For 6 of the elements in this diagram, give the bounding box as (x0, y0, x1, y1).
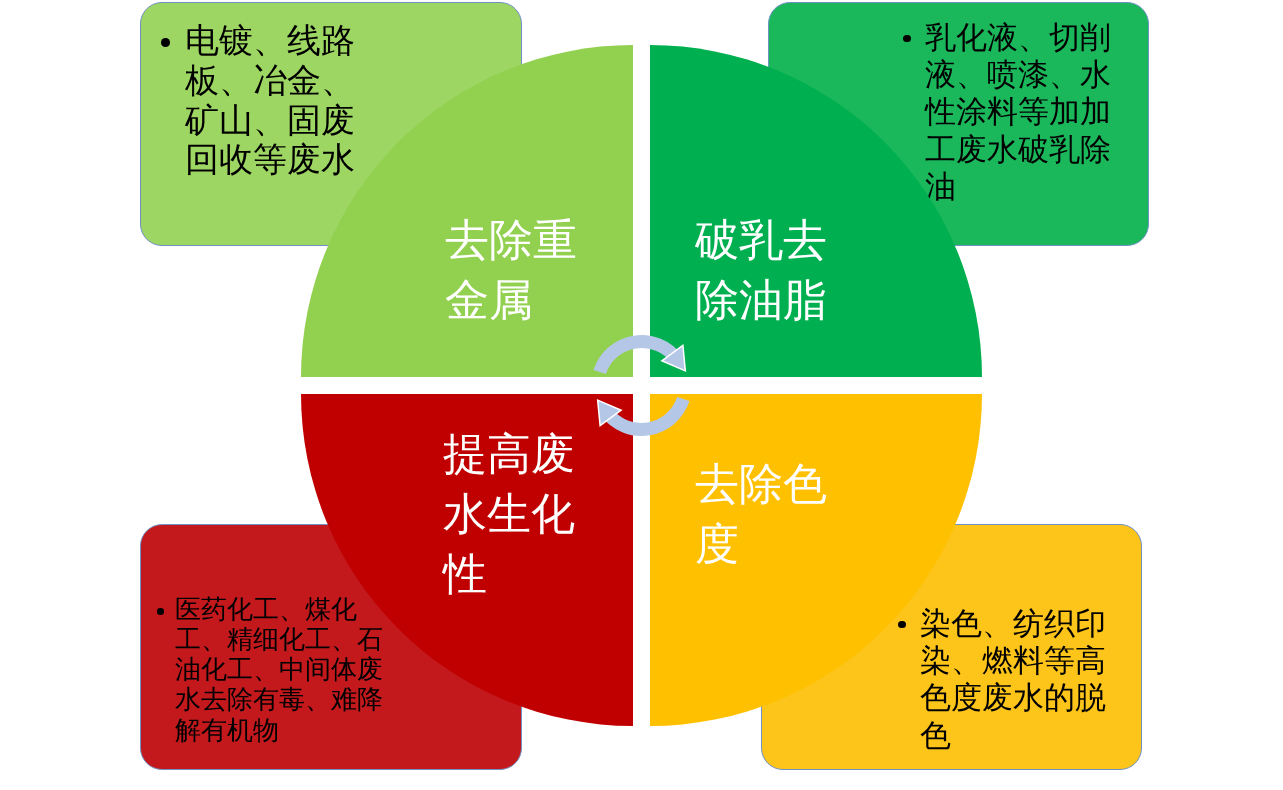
curved-arrow (596, 396, 690, 436)
quadrant-title: 去除重金属 (445, 213, 577, 327)
curved-arrow (593, 335, 687, 375)
quadrant-title: 去除色度 (695, 457, 827, 571)
quadrant-title: 提高废水生化性 (443, 427, 575, 601)
quadrant-title: 破乳去除油脂 (695, 213, 827, 327)
